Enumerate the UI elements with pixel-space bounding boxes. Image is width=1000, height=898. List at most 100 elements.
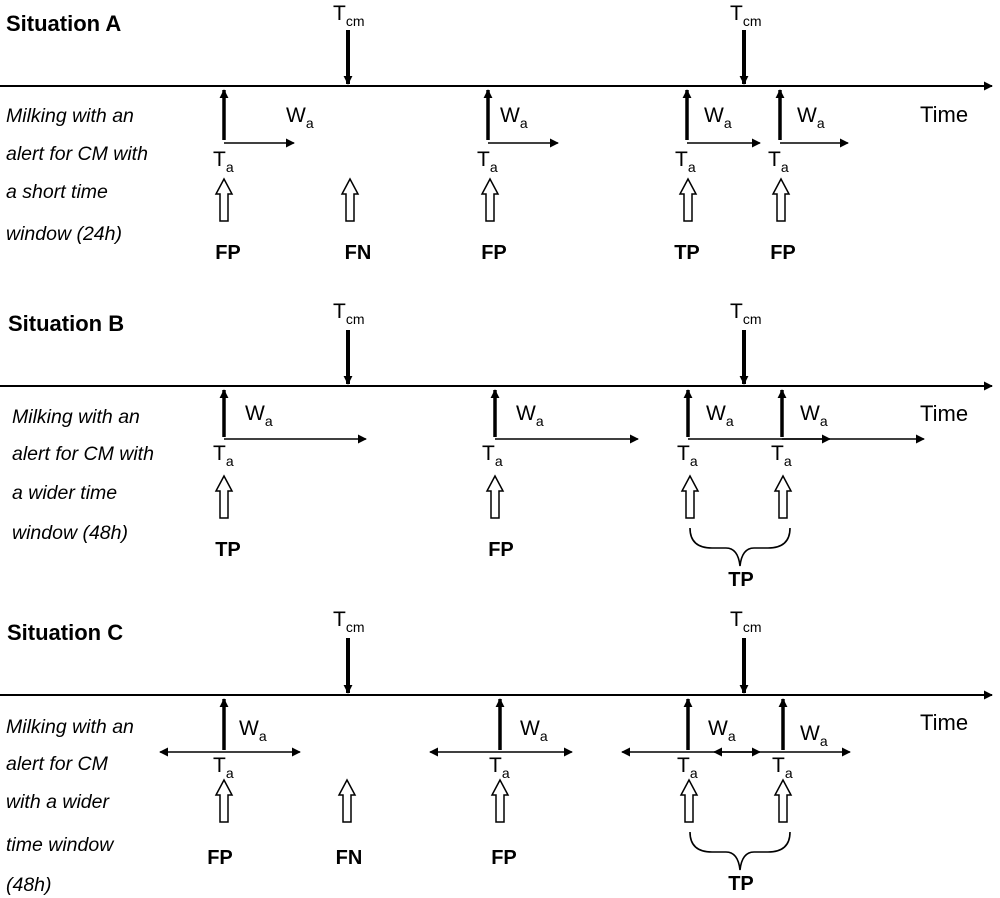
window-symbol: W xyxy=(286,104,306,127)
outcome-label: FP xyxy=(491,847,517,869)
window-subscript: a xyxy=(265,413,273,429)
situation-b-alert-3: Wa Ta xyxy=(677,389,831,469)
milking-arrow-icon xyxy=(485,474,505,519)
situation-b-desc-line-3: a wider time xyxy=(12,482,117,504)
window-label: Wa xyxy=(704,104,732,131)
outcome-label: FP xyxy=(481,242,507,264)
cm-label: Tcm xyxy=(730,2,762,29)
alert-symbol: T xyxy=(768,148,781,171)
window-symbol: W xyxy=(516,402,536,425)
alert-symbol: T xyxy=(477,148,490,171)
milking-arrow-icon xyxy=(214,177,234,222)
milking-arrow-icon xyxy=(771,177,791,222)
situation-a-time-label: Time xyxy=(920,102,968,127)
cm-label: Tcm xyxy=(333,608,365,635)
situation-b-time-label: Time xyxy=(920,401,968,426)
cm-label: Tcm xyxy=(730,300,762,327)
situation-c-description: Milking with an alert for CM with a wide… xyxy=(6,716,134,896)
group-outcome-label: TP xyxy=(728,569,754,591)
situation-b-desc-line-1: Milking with an xyxy=(12,406,140,428)
situation-a-title: Situation A xyxy=(6,11,121,36)
window-symbol: W xyxy=(520,717,540,740)
situation-b-alert-1: Wa Ta xyxy=(213,389,367,469)
alert-label: Ta xyxy=(489,754,510,781)
window-symbol: W xyxy=(800,722,820,745)
situation-a-description: Milking with an alert for CM with a shor… xyxy=(6,105,148,245)
window-symbol: W xyxy=(239,717,259,740)
window-label: Wa xyxy=(286,104,314,131)
situation-a-alert-2: Wa Ta xyxy=(477,89,559,175)
alert-subscript: a xyxy=(495,453,503,469)
cm-subscript: cm xyxy=(346,13,365,29)
alert-subscript: a xyxy=(781,159,789,175)
situation-c-alert-1: Wa Ta xyxy=(159,698,301,781)
alert-subscript: a xyxy=(690,453,698,469)
situation-a-desc-line-3: a short time xyxy=(6,181,108,203)
alert-label: Ta xyxy=(482,442,503,469)
alert-subscript: a xyxy=(502,765,510,781)
window-subscript: a xyxy=(817,115,825,131)
alert-subscript: a xyxy=(226,159,234,175)
milking-arrow-icon xyxy=(337,778,357,823)
window-symbol: W xyxy=(708,717,728,740)
window-label: Wa xyxy=(239,717,267,744)
window-subscript: a xyxy=(724,115,732,131)
situation-a-desc-line-1: Milking with an xyxy=(6,105,134,127)
situation-c-alert-3: Wa Ta xyxy=(621,698,761,781)
window-label: Wa xyxy=(706,402,734,429)
cm-subscript: cm xyxy=(346,311,365,327)
alert-label: Ta xyxy=(675,148,696,175)
situation-c: Situation C Milking with an alert for CM… xyxy=(0,608,993,896)
situation-a-cm-event-1: Tcm xyxy=(333,2,365,85)
window-subscript: a xyxy=(820,413,828,429)
alert-label: Ta xyxy=(477,148,498,175)
alert-subscript: a xyxy=(226,453,234,469)
situation-b-alert-2: Wa Ta xyxy=(482,389,639,469)
alert-symbol: T xyxy=(489,754,502,777)
situation-b-cm-event-2: Tcm xyxy=(730,300,762,385)
alert-subscript: a xyxy=(690,765,698,781)
outcome-label: FN xyxy=(345,242,372,264)
cm-label: Tcm xyxy=(333,300,365,327)
situation-b-desc-line-2: alert for CM with xyxy=(12,443,154,465)
situation-c-desc-line-2: alert for CM xyxy=(6,753,109,775)
outcome-label: FP xyxy=(215,242,241,264)
alert-subscript: a xyxy=(490,159,498,175)
cm-symbol: T xyxy=(333,608,346,631)
situation-a-desc-line-2: alert for CM with xyxy=(6,143,148,165)
milking-arrow-icon xyxy=(773,778,793,823)
cm-symbol: T xyxy=(730,608,743,631)
cm-subscript: cm xyxy=(743,619,762,635)
cm-symbol: T xyxy=(333,2,346,25)
window-symbol: W xyxy=(500,104,520,127)
milking-arrow-icon xyxy=(214,474,234,519)
alert-label: Ta xyxy=(213,442,234,469)
alert-symbol: T xyxy=(482,442,495,465)
cm-subscript: cm xyxy=(743,311,762,327)
window-symbol: W xyxy=(797,104,817,127)
cm-subscript: cm xyxy=(346,619,365,635)
window-subscript: a xyxy=(520,115,528,131)
situation-b-desc-line-4: window (48h) xyxy=(12,522,128,544)
situation-c-alert-4: Wa Ta xyxy=(713,698,851,781)
cm-symbol: T xyxy=(730,2,743,25)
alert-label: Ta xyxy=(772,754,793,781)
cm-symbol: T xyxy=(730,300,743,323)
window-subscript: a xyxy=(536,413,544,429)
alert-label: Ta xyxy=(213,148,234,175)
situation-c-cm-event-1: Tcm xyxy=(333,608,365,694)
situation-c-desc-line-1: Milking with an xyxy=(6,716,134,738)
window-label: Wa xyxy=(797,104,825,131)
window-subscript: a xyxy=(728,728,736,744)
alert-symbol: T xyxy=(677,754,690,777)
cm-symbol: T xyxy=(333,300,346,323)
outcome-label: TP xyxy=(674,242,700,264)
window-label: Wa xyxy=(520,717,548,744)
outcome-label: FP xyxy=(207,847,233,869)
situation-a-alert-4: Wa Ta xyxy=(768,89,849,175)
window-label: Wa xyxy=(800,722,828,749)
alert-symbol: T xyxy=(675,148,688,171)
cm-subscript: cm xyxy=(743,13,762,29)
situation-b-title: Situation B xyxy=(8,311,124,336)
alert-symbol: T xyxy=(213,754,226,777)
